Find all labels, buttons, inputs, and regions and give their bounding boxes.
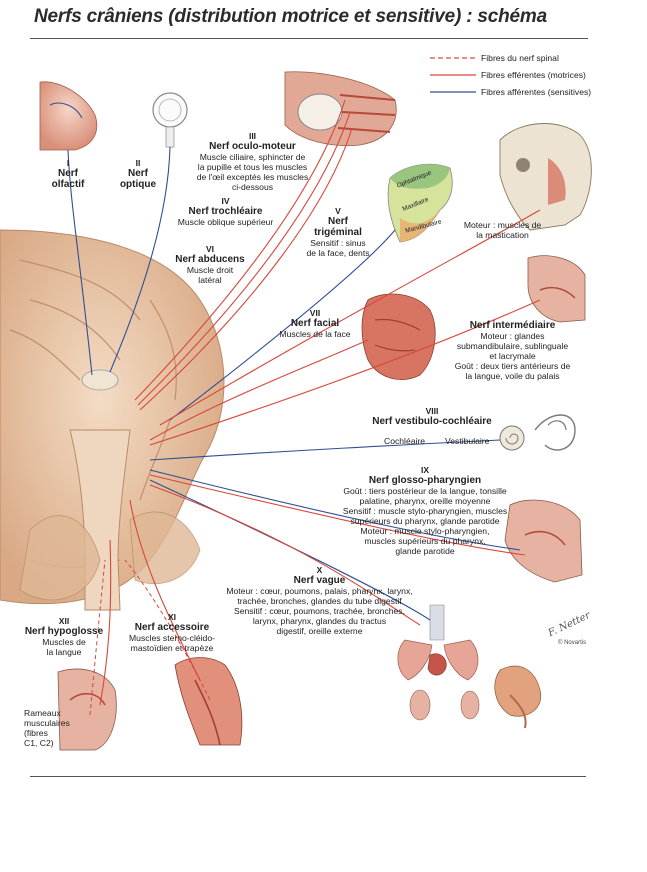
label-intermediate: Nerf intermédiaire Moteur : glandes subm… — [454, 320, 571, 381]
nose-illustration — [39, 81, 98, 151]
legend-line-motor — [430, 74, 476, 76]
label-optic: II Nerf optique — [119, 158, 157, 190]
label-glossopharyngeal: IX Nerf glosso-pharyngien Goût : tiers p… — [342, 465, 508, 556]
label-hypoglossal: XII Nerf hypoglosse Muscles de la langue — [24, 616, 104, 657]
eye-illustration — [152, 92, 188, 148]
orbit-illustration — [284, 71, 397, 146]
tongue-illustration — [57, 668, 117, 751]
label-trigeminal-motor: Moteur : muscles de la mastication — [463, 220, 542, 240]
legend-label-motor: Fibres efférentes (motrices) — [481, 70, 586, 80]
label-cochlear: Cochléaire — [384, 436, 426, 446]
title-rule — [30, 38, 588, 39]
label-vestibular: Vestibulaire — [445, 436, 490, 446]
legend-label-spinal: Fibres du nerf spinal — [481, 53, 559, 63]
facial-muscles-illustration — [361, 293, 436, 380]
trigeminal-face-map — [387, 163, 453, 243]
brain-base — [0, 229, 225, 611]
copyright: © Novartis — [558, 640, 587, 646]
legend-line-sensory — [430, 91, 476, 93]
sensory-fibers — [67, 146, 521, 621]
label-abducens: VI Nerf abducens Muscle droit latéral — [175, 244, 245, 285]
label-vagus: X Nerf vague Moteur : cœur, poumons, pal… — [226, 565, 413, 636]
label-trochlear: IV Nerf trochléaire Muscle oblique supér… — [177, 196, 274, 227]
label-trigeminal: V Nerf trigéminal Sensitif : sinus de la… — [306, 206, 370, 258]
head-section-glossopharyngeal — [504, 499, 583, 583]
skull-illustration — [499, 123, 592, 231]
viscera-illustration — [397, 604, 542, 729]
label-oculomotor: III Nerf oculo-moteur Muscle ciliaire, s… — [196, 131, 309, 192]
neck-muscles-illustration — [174, 657, 243, 746]
inner-ear-illustration — [499, 414, 576, 451]
legend-label-sensory: Fibres afférentes (sensitives) — [481, 87, 592, 97]
label-accessory: XI Nerf accessoire Muscles sterno-cléido… — [129, 612, 215, 653]
motor-fibers — [99, 99, 541, 706]
label-facial: VII Nerf facial Muscles de la face — [279, 308, 351, 339]
bottom-rule — [30, 776, 586, 777]
head-section-intermediate — [527, 255, 586, 323]
label-olfactory: I Nerf olfactif — [51, 158, 85, 190]
label-rameaux: Rameaux musculaires (fibres C1, C2) — [24, 708, 70, 748]
page-title: Nerfs crâniens (distribution motrice et … — [34, 6, 547, 27]
spinal-fibers — [89, 559, 211, 716]
label-vestibulocochlear: VIII Nerf vestibulo-cochléaire — [372, 406, 492, 427]
